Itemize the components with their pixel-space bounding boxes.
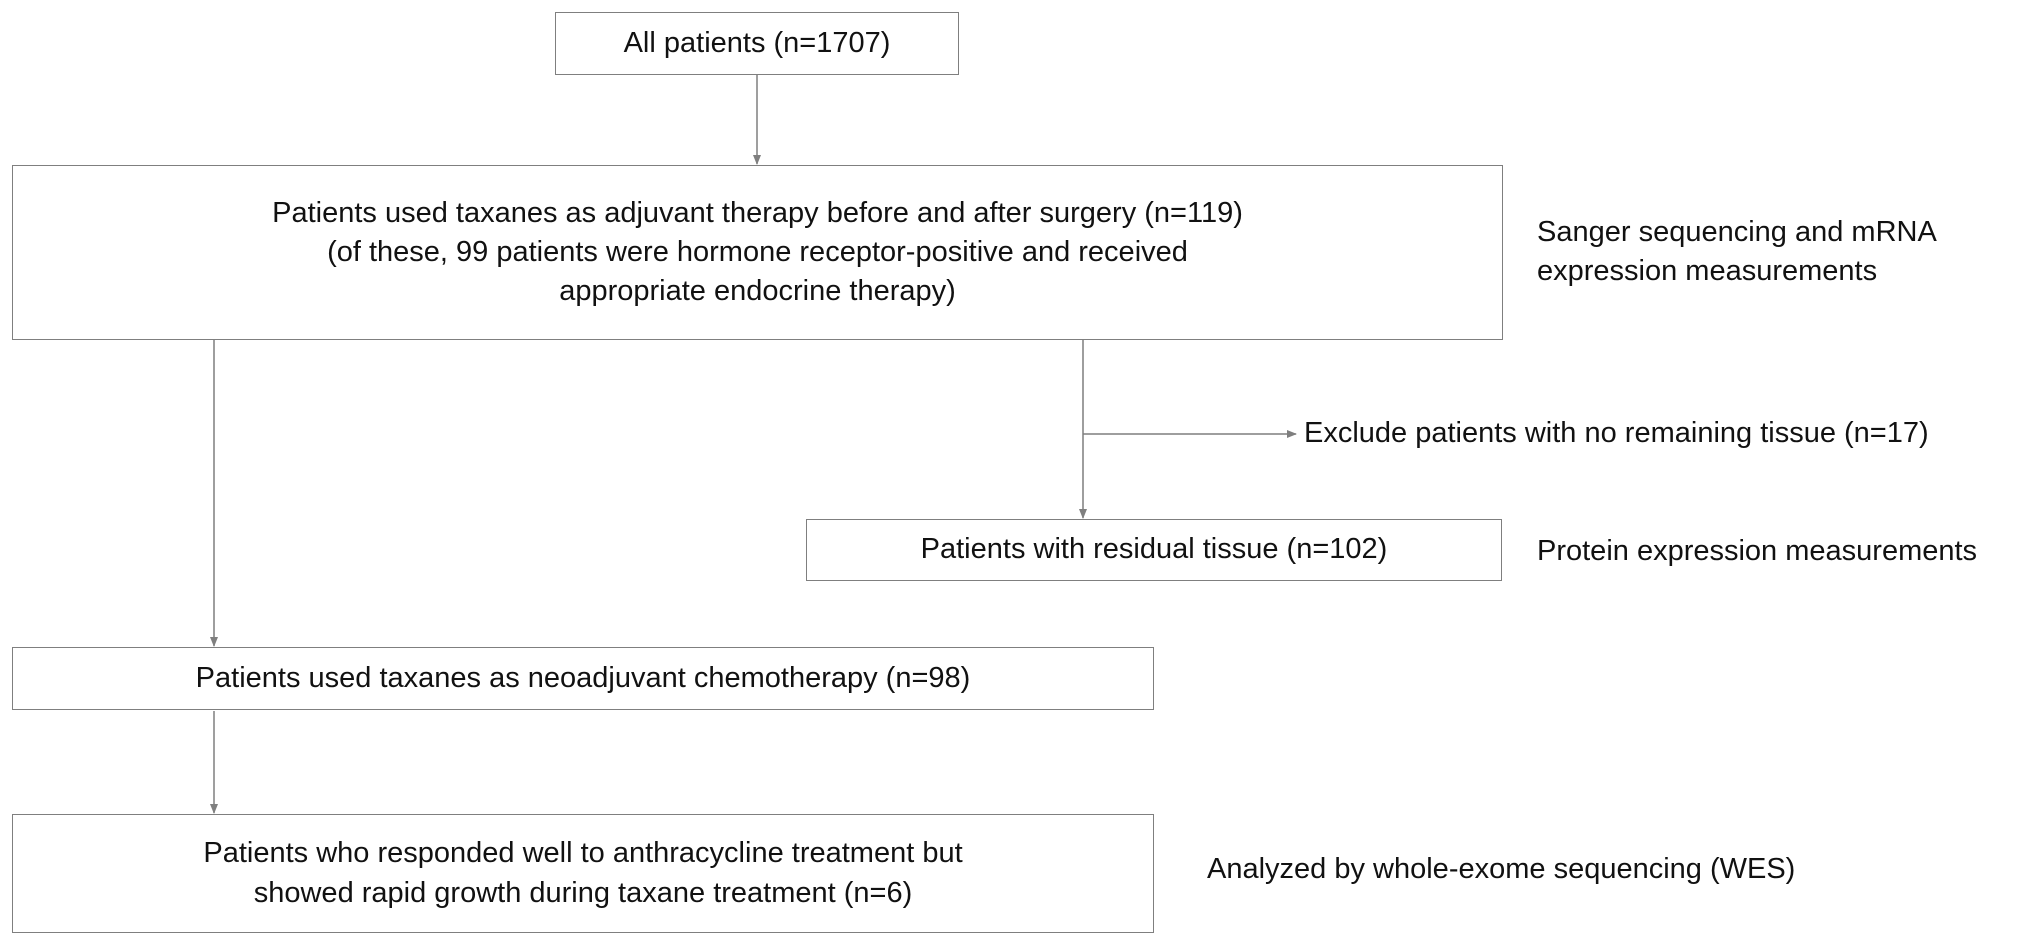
adjuvant-therapy-box: Patients used taxanes as adjuvant therap… [12,165,1503,340]
all-patients-box: All patients (n=1707) [555,12,959,75]
exclude-line-1: Exclude patients with no remaining tissu… [1304,417,1929,449]
residual-tissue-box: Patients with residual tissue (n=102) [806,519,1502,581]
adjuvant-line-2: (of these, 99 patients were hormone rece… [327,235,1188,268]
residual-label: Patients with residual tissue (n=102) [920,533,1388,566]
wes-line-1: Analyzed by whole-exome sequencing (WES) [1207,853,1796,885]
sanger-annotation: Sanger sequencing and mRNA expression me… [1537,213,1937,291]
adjuvant-line-1: Patients used taxanes as adjuvant therap… [272,196,1243,229]
all-patients-label: All patients (n=1707) [623,26,891,59]
protein-annotation: Protein expression measurements [1537,532,1977,571]
rapid-growth-box: Patients who responded well to anthracyc… [12,814,1154,933]
protein-line-1: Protein expression measurements [1537,535,1978,567]
wes-annotation: Analyzed by whole-exome sequencing (WES) [1207,850,1795,889]
neoadjuvant-label: Patients used taxanes as neoadjuvant che… [195,661,971,694]
sanger-line-1: Sanger sequencing and mRNA [1537,216,1937,248]
adjuvant-line-3: appropriate endocrine therapy) [559,275,956,308]
neoadjuvant-box: Patients used taxanes as neoadjuvant che… [12,647,1154,710]
exclude-label: Exclude patients with no remaining tissu… [1304,414,1929,453]
sanger-line-2: expression measurements [1537,255,1878,288]
rapid-growth-line-2: showed rapid growth during taxane treatm… [253,876,913,909]
rapid-growth-line-1: Patients who responded well to anthracyc… [203,837,963,870]
